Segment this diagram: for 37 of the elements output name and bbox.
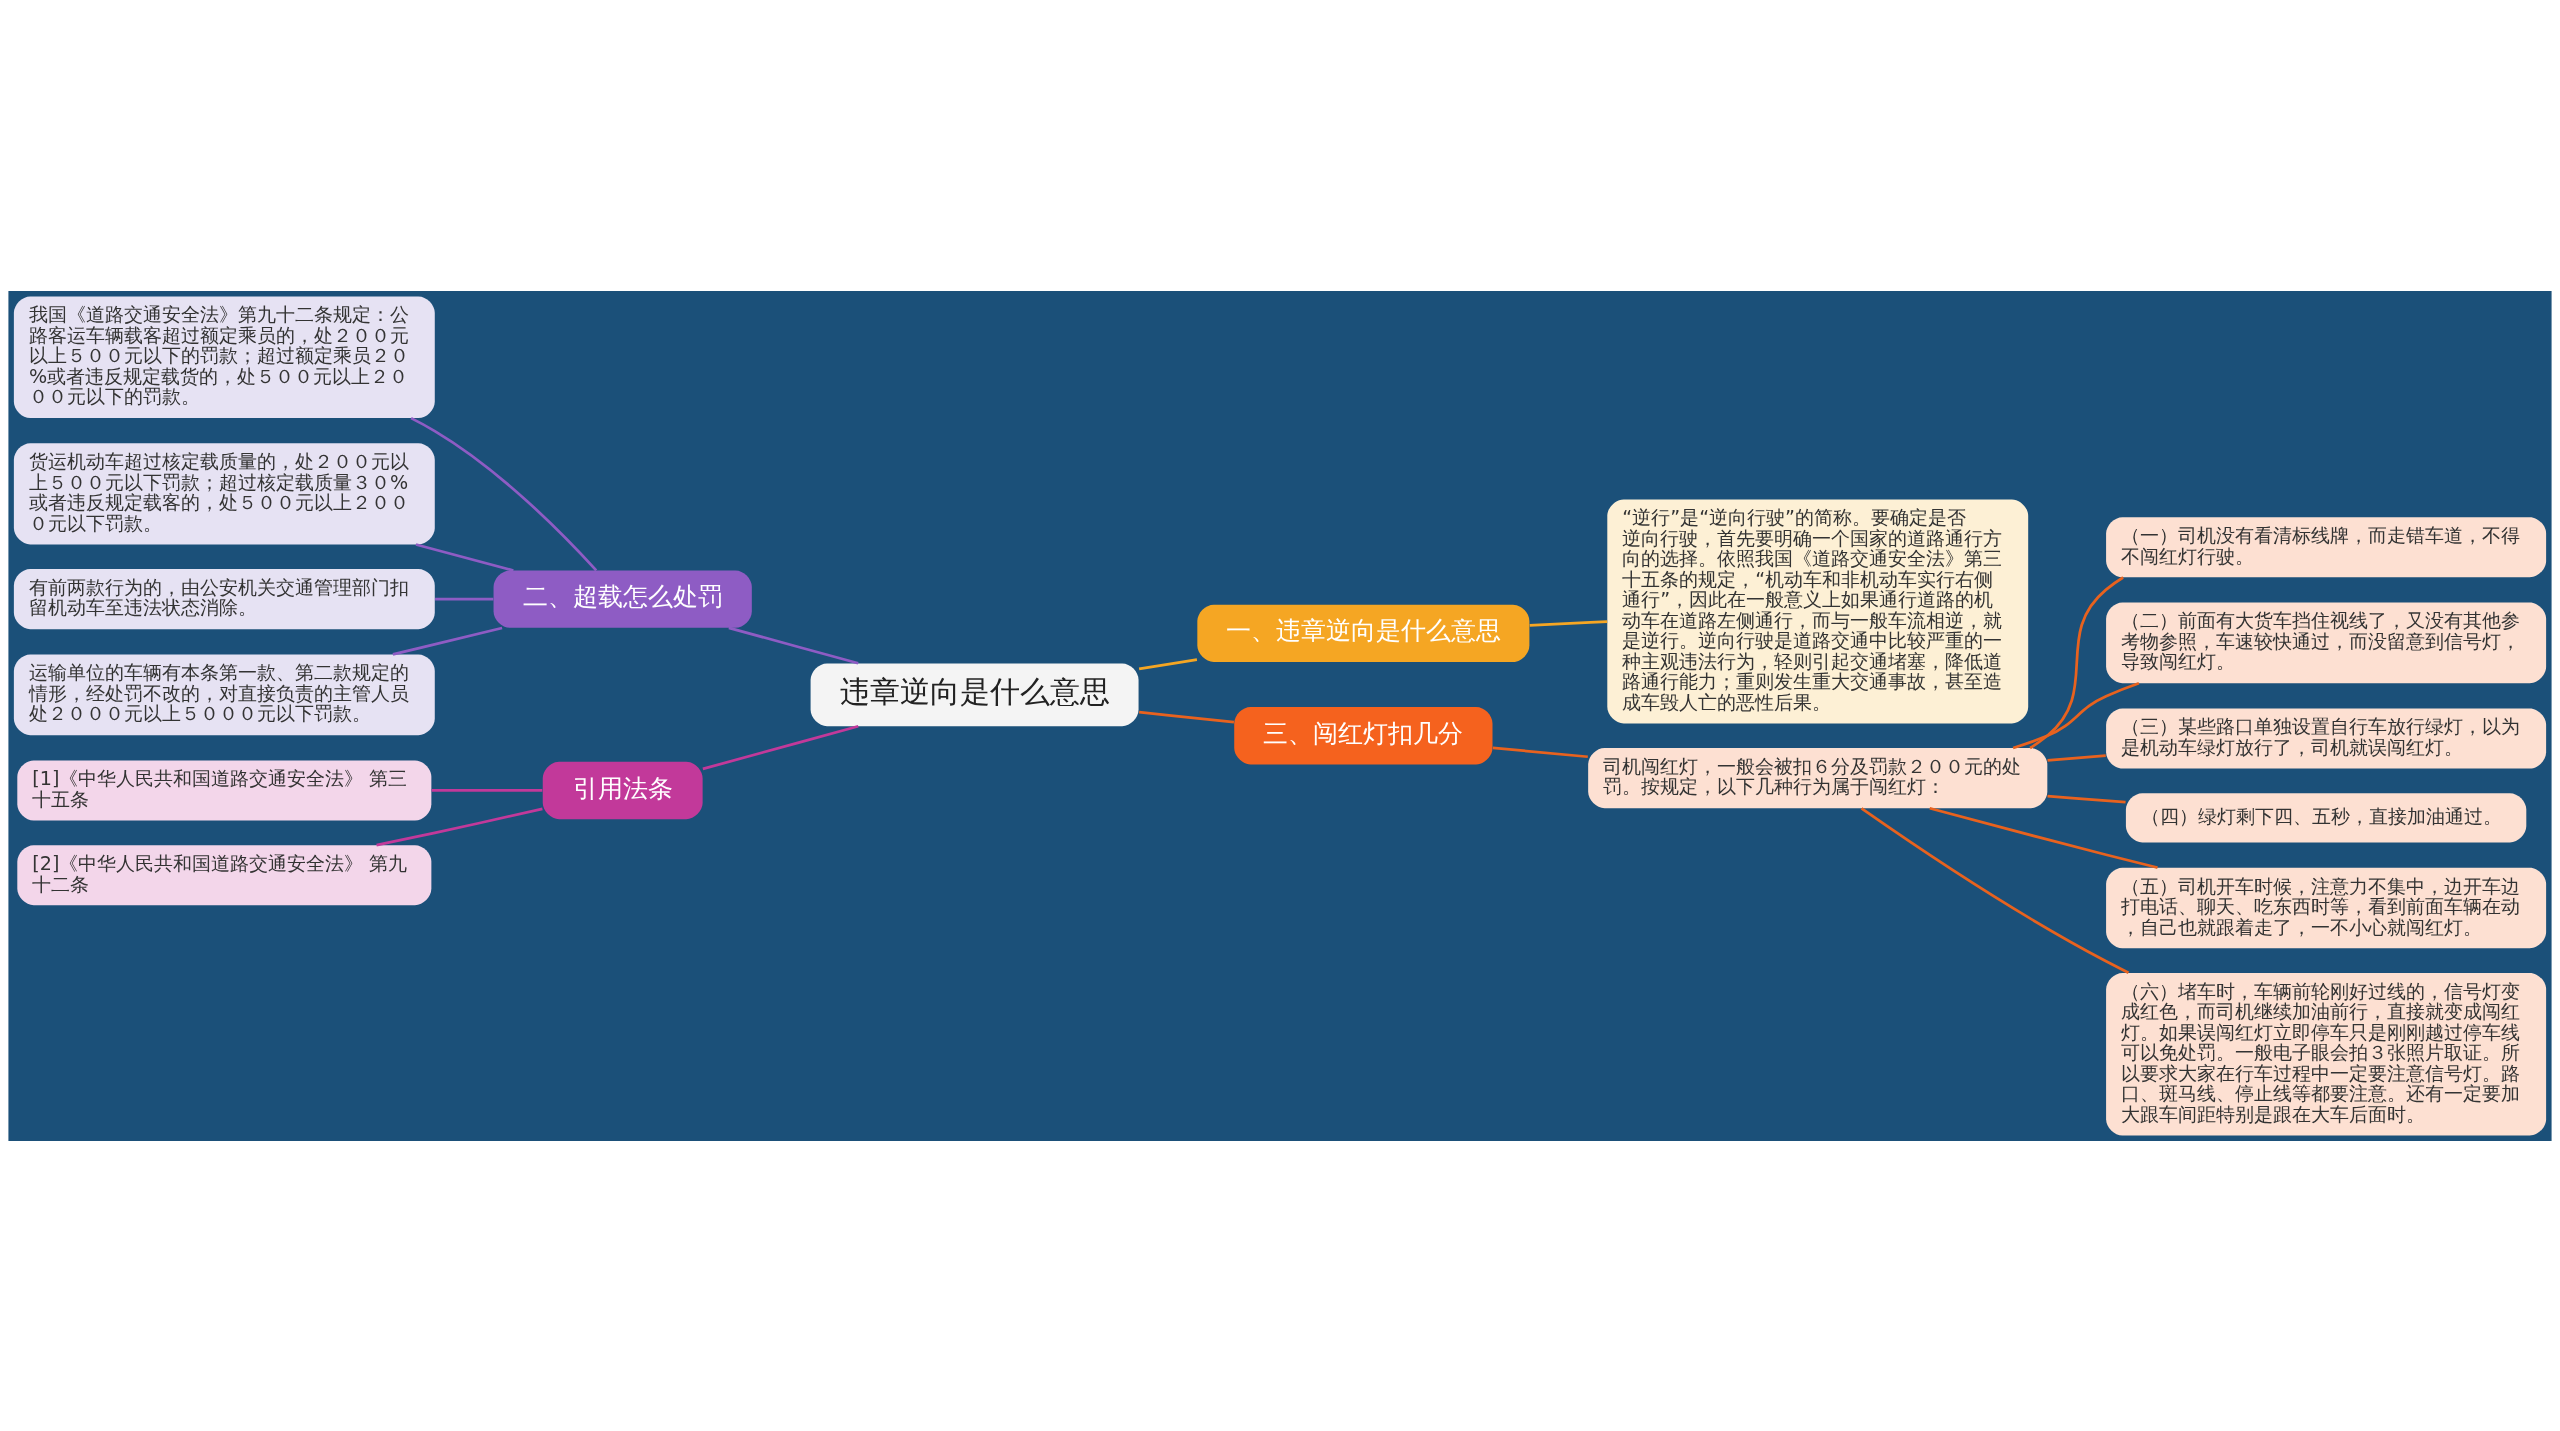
connector [415, 542, 514, 572]
connector [410, 416, 598, 571]
connector [435, 597, 494, 601]
node-box: 货运机动车超过核定载质量的，处２００元以上５００元以下罚款；超过核定载质量３０%或者违反规定载客的，处５００元以上２０００元以下罚款。 [13, 442, 435, 544]
node-box: [1]《中华人民共和国道路交通安全法》 第三十五条 [17, 759, 432, 821]
node-box: “逆行”是“逆向行驶”的简称。要确定是否逆向行驶，首先要明确一个国家的道路通行方向的选择。依照我国《道路交通安全法》第三十五条的规定，“机动车和非机动车实行右侧通行”，因此在一般意义上如果通行道路的机动车在道路左侧通行，而与一般车流相逆，就是逆行。逆向行驶是道路交通中比较严重的一种主观违法行为，轻则引起交通堵塞，降低道路通行能力；重则发生重大交通事故，甚至造成车毁人亡的恶性后果。 [1607, 498, 2029, 723]
node-box: （四）绿灯剩下四、五秒，直接加油通过。 [2125, 792, 2527, 842]
node-box: 一、违章逆向是什么意思 [1197, 604, 1530, 662]
connector [1860, 806, 2130, 974]
connector [728, 626, 859, 665]
connector [1138, 710, 1235, 724]
connector [2029, 575, 2124, 749]
connector [431, 788, 543, 792]
node-box: （二）前面有大货车挡住视线了，又没有其他参考物参照，车速较快通过，而没留意到信号灯，导致闯红灯。 [2106, 602, 2547, 683]
node-box: 我国《道路交通安全法》第九十二条规定：公路客运车辆载客超过额定乘员的，处２００元以上５００元以下的罚款；超过额定乘员２０%或者违反规定载货的，处５００元以上２０００元以下的罚款。 [13, 295, 435, 418]
node-box: 违章逆向是什么意思 [810, 662, 1139, 726]
node-box: 三、闯红灯扣几分 [1234, 706, 1493, 764]
node-box: （三）某些路口单独设置自行车放行绿灯，以为是机动车绿灯放行了，司机就误闯红灯。 [2106, 708, 2547, 769]
connector [1138, 657, 1198, 670]
connector [1492, 746, 1588, 758]
connector [2012, 681, 2140, 749]
connector [2047, 794, 2126, 804]
connector [392, 626, 503, 656]
node-box: （一）司机没有看清标线牌，而走错车道，不得不闯红灯行驶。 [2106, 516, 2547, 577]
node-box: 运输单位的车辆有本条第一款、第二款规定的情形，经处罚不改的，对直接负责的主管人员处２０００元以上５０００元以下罚款。 [13, 654, 435, 735]
node-box: （五）司机开车时候，注意力不集中，边开车边打电话、聊天、吃东西时等，看到前面车辆在动，自己也就跟着走了，一不小心就闯红灯。 [2106, 867, 2547, 948]
connector [1929, 806, 2158, 869]
connector [376, 807, 543, 846]
node-box: 司机闯红灯，一般会被扣６分及罚款２００元的处罚。按规定，以下几种行为属于闯红灯： [1588, 747, 2048, 808]
connector [1529, 619, 1608, 627]
node-box: 引用法条 [542, 761, 703, 819]
connector [702, 724, 859, 770]
node-box: [2]《中华人民共和国道路交通安全法》 第九十二条 [17, 844, 432, 905]
node-box: 有前两款行为的，由公安机关交通管理部门扣留机动车至违法状态消除。 [13, 568, 435, 629]
node-box: 二、超载怎么处罚 [493, 569, 752, 628]
node-box: （六）堵车时，车辆前轮刚好过线的，信号灯变成红色，而司机继续加油前行，直接就变成闯红灯。如果误闯红灯立即停车只是刚刚越过停车线可以免处罚。一般电子眼会拍３张照片取证。所以要求大家在行车过程中一定要注意信号灯。路口、斑马线、停止线等都要注意。还有一定要加大跟车间距特别是跟在大车后面时。 [2106, 972, 2547, 1136]
connector [2047, 753, 2106, 762]
